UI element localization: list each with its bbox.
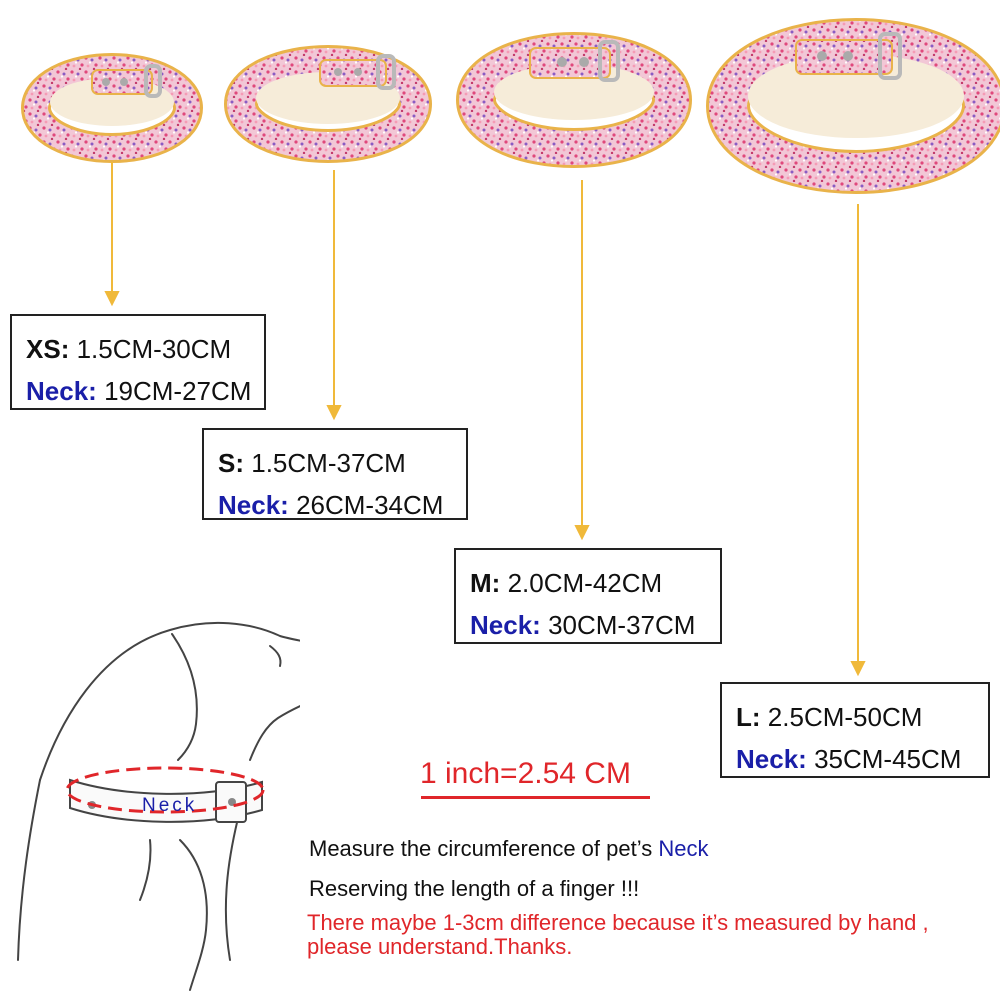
collar-m: [456, 32, 692, 168]
dog-ear: [171, 633, 198, 761]
size-xs-label: XS: [26, 334, 61, 364]
neck-m-range: 30CM-37CM: [548, 610, 696, 640]
size-l-range: 2.5CM-50CM: [767, 702, 923, 732]
neck-l-range: 35CM-45CM: [814, 744, 962, 774]
size-s-label: S: [218, 448, 236, 478]
diagram-neck-label: Neck: [142, 795, 198, 816]
neck-measure-loop: [65, 766, 265, 814]
size-xs-range: 1.5CM-30CM: [76, 334, 232, 364]
neck-label: Neck: [26, 376, 89, 406]
arrow-head-m: [574, 525, 590, 541]
reserve-instruction: Reserving the length of a finger !!!: [309, 876, 640, 901]
dog-eye: [269, 645, 282, 667]
size-box-l: L: 2.5CM-50CM Neck: 35CM-45CM: [720, 682, 990, 778]
collar-s: [224, 45, 432, 163]
neck-highlight: Neck: [658, 836, 709, 861]
arrow-head-s: [326, 405, 342, 421]
neck-label: Neck: [470, 610, 533, 640]
neck-s-range: 26CM-34CM: [296, 490, 444, 520]
conversion-underline: [421, 796, 650, 799]
size-l-label: L: [736, 702, 752, 732]
dog-back: [17, 779, 41, 961]
size-box-xs: XS: 1.5CM-30CM Neck: 19CM-27CM: [10, 314, 266, 410]
arrow-head-xs: [104, 291, 120, 307]
dog-illustration: [17, 621, 300, 991]
dog-collar: [69, 778, 263, 823]
measure-instruction: Measure the circumference of pet’s Neck: [309, 836, 709, 861]
dog-head-outline: [39, 621, 300, 781]
inch-conversion: 1 inch=2.54 CM: [420, 757, 631, 790]
size-s-range: 1.5CM-37CM: [251, 448, 406, 478]
neck-label: Neck: [218, 490, 281, 520]
collar-xs: [21, 53, 203, 163]
size-m-label: M: [470, 568, 492, 598]
neck-label: Neck: [736, 744, 799, 774]
collar-l: [706, 18, 1000, 194]
dog-chest: [224, 809, 241, 961]
difference-note: There maybe 1-3cm difference because it’…: [307, 910, 929, 959]
size-m-range: 2.0CM-42CM: [507, 568, 663, 598]
collars-illustration: [21, 18, 1000, 194]
size-arrows: [104, 162, 866, 677]
size-box-s: S: 1.5CM-37CM Neck: 26CM-34CM: [202, 428, 468, 520]
arrow-head-l: [850, 661, 866, 677]
neck-xs-range: 19CM-27CM: [104, 376, 252, 406]
hand: [179, 839, 208, 991]
size-box-m: M: 2.0CM-42CM Neck: 30CM-37CM: [454, 548, 722, 644]
